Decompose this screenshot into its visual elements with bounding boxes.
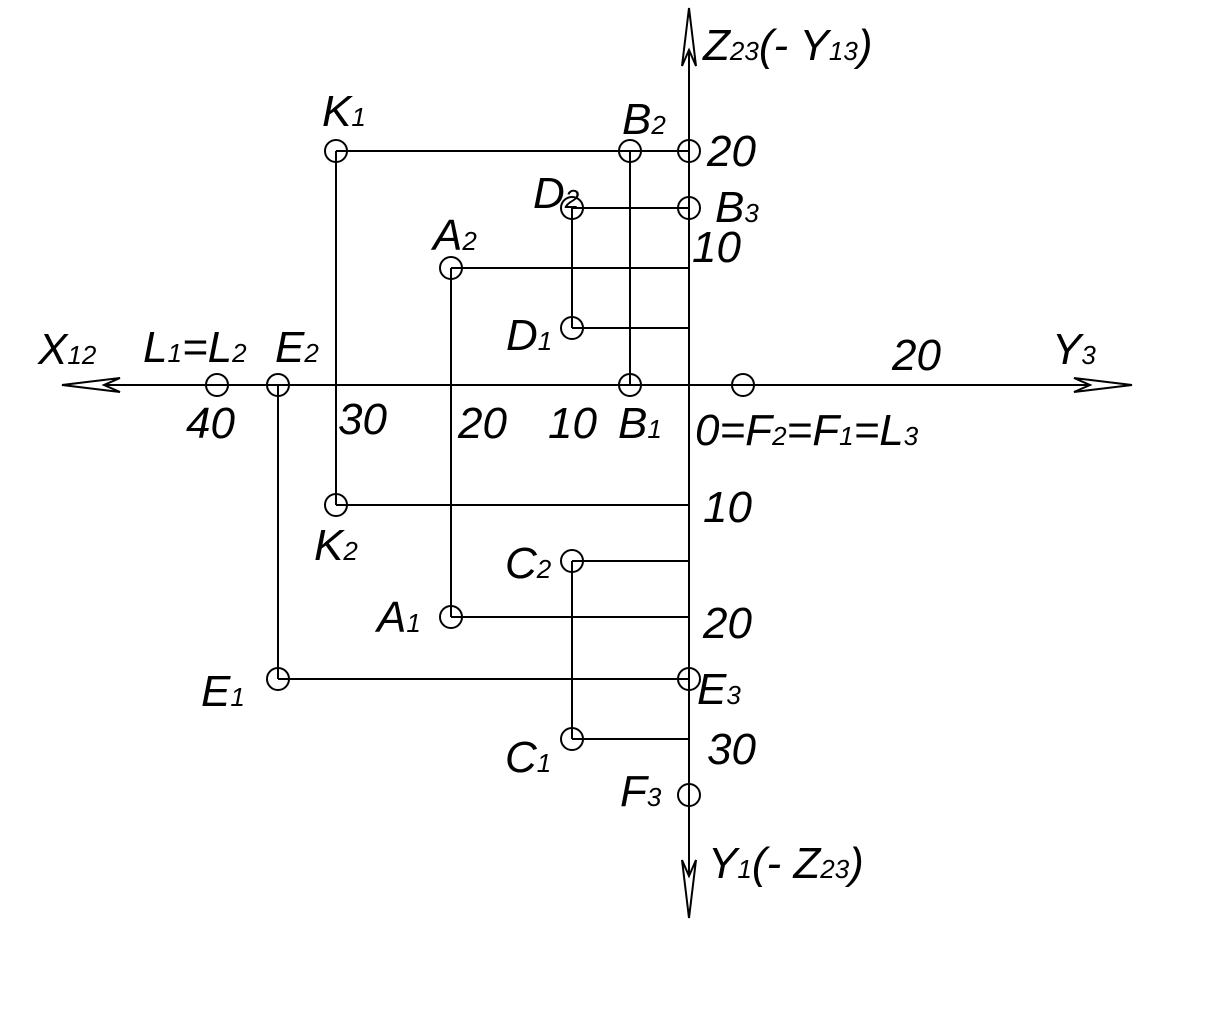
tick-y1-20: 20 — [702, 599, 752, 648]
point-K2 — [324, 493, 348, 517]
label-L1-L2: L1=L2 — [143, 323, 247, 372]
point-A2 — [439, 256, 463, 280]
point-E1 — [266, 667, 290, 691]
z23-axis-label: Z23(- Y13) — [702, 21, 872, 70]
y3-axis-arrow — [1073, 377, 1133, 393]
point-E3 — [677, 667, 701, 691]
tick-x-10: 10 — [548, 399, 597, 448]
tick-z-10: 10 — [692, 223, 741, 272]
y1-axis-arrow — [681, 859, 697, 919]
x-axis-arrow — [61, 377, 121, 393]
point-y3-positive — [731, 373, 755, 397]
label-E1: E1 — [201, 667, 245, 716]
label-D2: D2 — [533, 169, 580, 218]
point-A1 — [439, 605, 463, 629]
label-K1: K1 — [322, 87, 366, 136]
label-A1: A1 — [374, 593, 421, 642]
point-E2 — [266, 373, 290, 397]
point-L1-L2 — [205, 373, 229, 397]
label-B1: B1 — [618, 399, 662, 448]
point-K1 — [324, 139, 348, 163]
label-D1: D1 — [506, 311, 552, 360]
point-C2 — [560, 549, 584, 573]
point-z20 — [677, 139, 701, 163]
label-B3: B3 — [715, 183, 759, 232]
tick-x-30: 30 — [338, 395, 387, 444]
tick-y1-30: 30 — [707, 725, 756, 774]
point-C1 — [560, 727, 584, 751]
x12-axis-label: X12 — [37, 325, 97, 374]
point-D2 — [560, 196, 584, 220]
point-B2 — [618, 139, 642, 163]
tick-y3-20: 20 — [891, 331, 941, 380]
label-B2: B2 — [622, 95, 666, 144]
label-E3: E3 — [697, 665, 741, 714]
y3-axis-label: Y3 — [1052, 325, 1096, 374]
origin-label: 0=F2=F1=L3 — [695, 406, 919, 455]
label-C2: C2 — [505, 539, 552, 588]
tick-x-20: 20 — [457, 399, 507, 448]
point-F3 — [677, 783, 701, 807]
point-D1 — [560, 316, 584, 340]
tick-z-20: 20 — [706, 127, 756, 176]
point-B3 — [677, 196, 701, 220]
label-E2: E2 — [275, 323, 319, 372]
label-K2: K2 — [314, 521, 358, 570]
tick-y1-10: 10 — [703, 483, 752, 532]
point-B1 — [618, 373, 642, 397]
y1-axis-label: Y1(- Z23) — [708, 839, 864, 888]
z-axis-arrow — [681, 7, 697, 67]
label-F3: F3 — [620, 767, 662, 816]
label-C1: C1 — [505, 733, 551, 782]
tick-x-40: 40 — [186, 399, 235, 448]
label-A2: A2 — [430, 211, 477, 260]
connection-lines — [277, 150, 689, 740]
